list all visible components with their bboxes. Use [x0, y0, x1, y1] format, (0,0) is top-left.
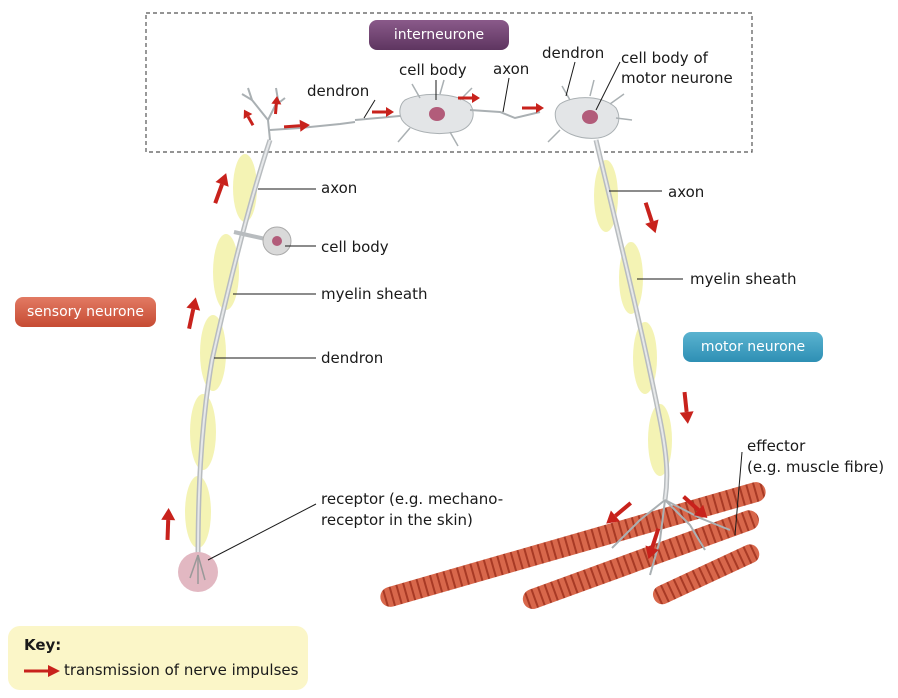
effector-label-1: effector: [747, 437, 806, 455]
red-arrow-icon: [24, 665, 60, 677]
interneurone: [354, 79, 541, 147]
sensory-dendron-label: dendron: [321, 349, 384, 367]
motor-myelin-label: myelin sheath: [690, 270, 797, 288]
motor-neurone: [547, 79, 731, 576]
receptor-label-2: receptor in the skin): [321, 511, 473, 529]
inter-dendron-label: dendron: [307, 82, 370, 100]
key-title: Key:: [24, 636, 62, 654]
effector-label-2: (e.g. muscle fibre): [747, 458, 885, 476]
key-entry: transmission of nerve impulses: [64, 661, 299, 679]
sensory-axon-label: axon: [321, 179, 358, 197]
impulse-arrows: [161, 93, 708, 560]
interneurone-badge: interneurone: [369, 20, 509, 50]
inter-cell-body-label: cell body: [399, 61, 467, 79]
motor-cell-body-label-1: cell body of: [621, 49, 708, 67]
muscle-fibres: [380, 482, 766, 609]
sensory-neurone-badge: sensory neurone: [15, 297, 156, 327]
inter-axon-label: axon: [493, 60, 530, 78]
sensory-cell-body-label: cell body: [321, 238, 389, 256]
motor-dendron-label: dendron: [542, 44, 605, 62]
motor-neurone-badge: motor neurone: [683, 332, 823, 362]
motor-cell-body-label-2: motor neurone: [621, 69, 733, 87]
sensory-neurone: [178, 87, 356, 592]
motor-axon-label: axon: [668, 183, 705, 201]
key-box: Key: transmission of nerve impulses: [8, 626, 308, 690]
pointer-lines: [207, 61, 743, 561]
sensory-myelin-label: myelin sheath: [321, 285, 428, 303]
interneurone-box: [145, 12, 753, 153]
receptor-label-1: receptor (e.g. mechano-: [321, 490, 504, 508]
